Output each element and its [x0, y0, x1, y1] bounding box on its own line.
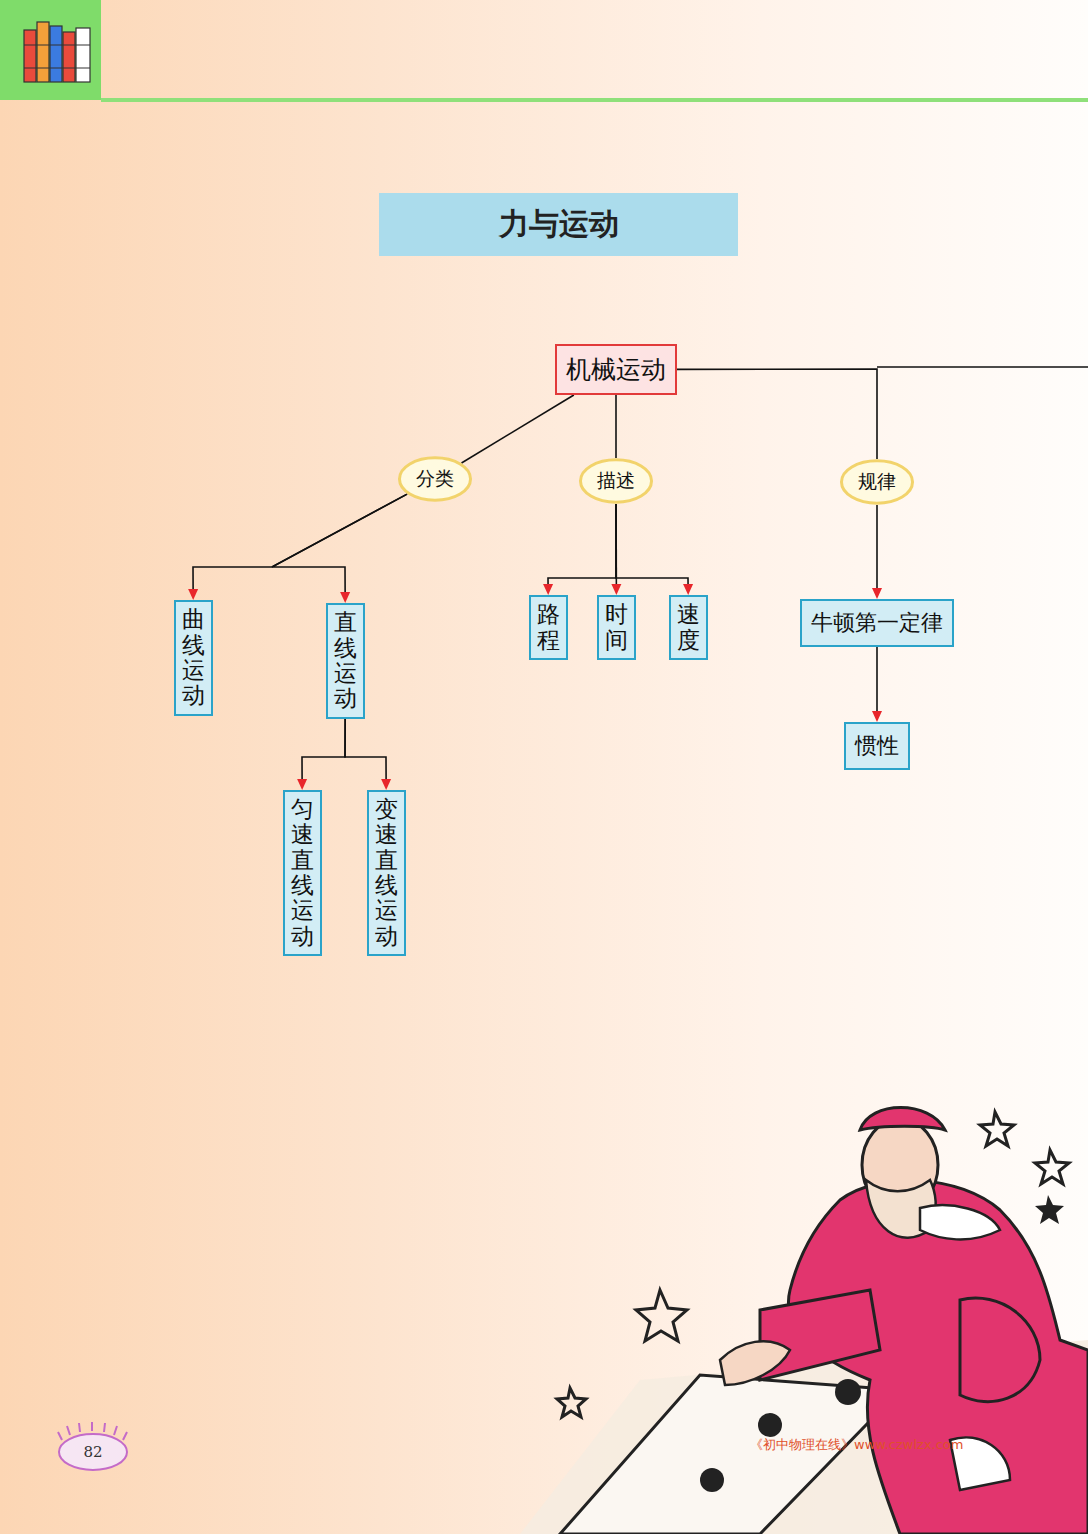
concept-box: 速度 — [669, 595, 708, 660]
eye-icon — [58, 1422, 127, 1470]
connector — [616, 504, 688, 586]
category-ellipse: 分类 — [398, 456, 472, 502]
header-icon-bg — [0, 0, 101, 100]
watermark: 《初中物理在线》www.czwlzx.com — [750, 1436, 963, 1454]
node-label: 描述 — [597, 468, 635, 494]
connector — [677, 369, 877, 459]
arrowhead — [543, 584, 553, 595]
concept-box: 变速直线运动 — [367, 790, 406, 956]
connector — [345, 719, 386, 781]
node-label: 惯性 — [855, 731, 899, 761]
node-label: 匀速直线运动 — [291, 797, 314, 949]
concept-box: 匀速直线运动 — [283, 790, 322, 956]
concept-box: 曲线运动 — [174, 600, 213, 716]
connector — [548, 504, 616, 586]
arrowhead — [683, 584, 693, 595]
title-banner: 力与运动 — [379, 193, 738, 256]
concept-box: 直线运动 — [326, 603, 365, 719]
arrowhead — [340, 592, 350, 603]
node-label: 时间 — [605, 602, 628, 653]
concept-box: 路程 — [529, 595, 568, 660]
concept-box: 惯性 — [844, 722, 910, 770]
arrowhead — [188, 589, 198, 600]
page-number: 82 — [76, 1443, 110, 1461]
node-label: 牛顿第一定律 — [811, 608, 943, 638]
node-label: 路程 — [537, 602, 560, 653]
arrowhead — [872, 588, 882, 599]
arrowhead — [872, 711, 882, 722]
diagram-title: 力与运动 — [499, 204, 619, 245]
header-rule — [101, 98, 1088, 102]
root-box: 机械运动 — [555, 344, 677, 395]
concept-box: 时间 — [597, 595, 636, 660]
connector — [876, 505, 878, 590]
concept-box: 牛顿第一定律 — [800, 599, 954, 647]
node-label: 变速直线运动 — [375, 797, 398, 949]
category-ellipse: 描述 — [579, 458, 653, 504]
node-label: 曲线运动 — [182, 607, 205, 708]
arrowhead — [297, 779, 307, 790]
category-ellipse: 规律 — [840, 459, 914, 505]
galileo-illustration — [520, 1108, 1088, 1534]
books-icon — [24, 22, 90, 82]
connector — [615, 395, 617, 458]
arrowhead — [381, 779, 391, 790]
connector — [302, 719, 345, 781]
connector — [272, 494, 407, 594]
connector — [462, 395, 574, 463]
node-label: 分类 — [416, 466, 454, 492]
arrowhead — [611, 584, 621, 595]
connector — [193, 494, 407, 591]
connector — [876, 647, 878, 713]
node-label: 速度 — [677, 602, 700, 653]
node-label: 直线运动 — [334, 610, 357, 711]
node-label: 机械运动 — [566, 353, 666, 386]
node-label: 规律 — [858, 469, 896, 495]
continuing-line — [877, 366, 1088, 368]
